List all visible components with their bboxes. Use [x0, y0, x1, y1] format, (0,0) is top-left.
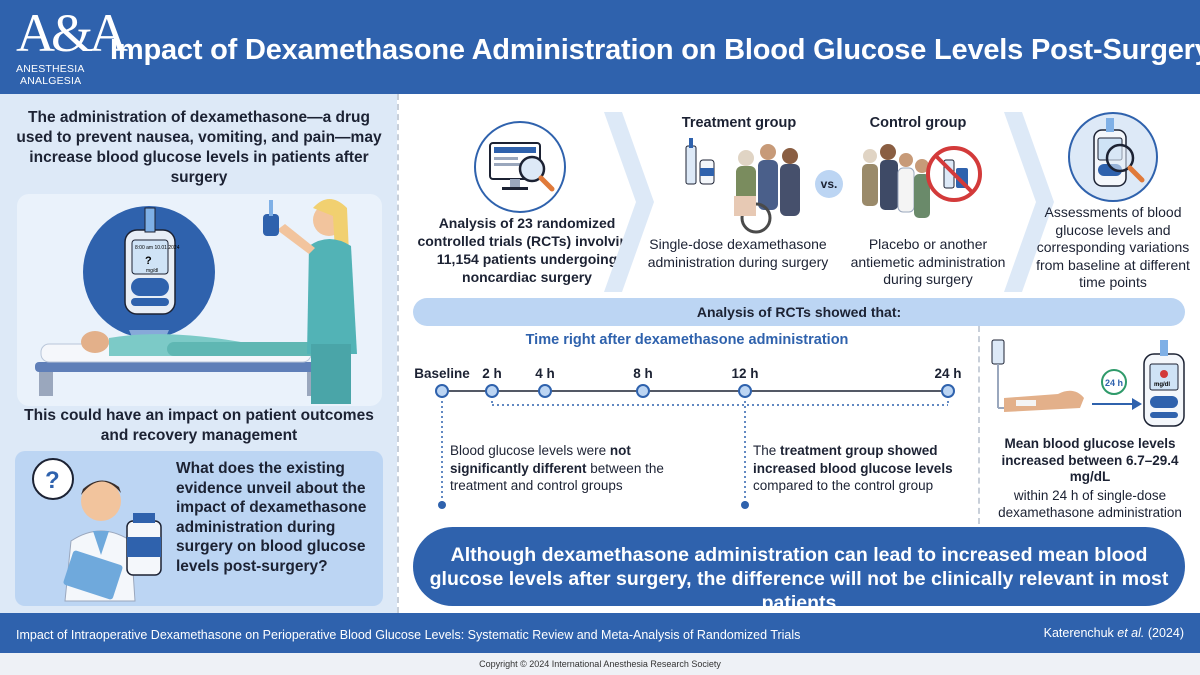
mean-increase-context: within 24 h of single-dose dexamethasone… [998, 488, 1182, 520]
monitor-search-icon [474, 121, 566, 213]
timeline-title: Time right after dexamethasone administr… [525, 332, 849, 348]
glucose-meter-search-icon [1068, 112, 1158, 202]
header-banner: A&A ANESTHESIA ANALGESIA Impact of Dexam… [0, 0, 1200, 94]
versus-badge: vs. [815, 170, 843, 198]
finding-no-difference: Blood glucose levels were not significan… [450, 443, 664, 493]
left-panel: The administration of dexamethasone—a dr… [0, 94, 397, 613]
tick-label-8h: 8 h [633, 366, 653, 381]
tick-label-4h: 4 h [535, 366, 555, 381]
timeline-point [636, 384, 650, 398]
svg-text:mg/dl: mg/dl [146, 268, 158, 274]
impact-text: This could have an impact on patient out… [24, 407, 374, 444]
panel-divider [397, 94, 399, 613]
patient-scene-illustration: 8:00 am 10.01.2024 ? mg/dl [17, 194, 382, 406]
logo-line-2: ANALGESIA [20, 75, 82, 87]
research-question-box: ? What does the existing evidence unveil… [15, 451, 383, 606]
iv-arm-meter-illustration: 24 h mg/dl [991, 339, 1185, 427]
svg-text:mg/dl: mg/dl [1154, 382, 1170, 388]
page-title: Impact of Dexamethasone Administration o… [110, 34, 1200, 66]
conclusion-banner: Although dexamethasone administration ca… [413, 527, 1185, 614]
svg-text:?: ? [45, 467, 60, 494]
control-group-description: Placebo or another antiemetic administra… [850, 236, 1006, 287]
logo-line-1: ANESTHESIA [16, 63, 85, 75]
assessment-text: Assessments of blood glucose levels and … [1036, 204, 1190, 290]
results-header-bar: Analysis of RCTs showed that: [413, 298, 1185, 326]
timeline-point [941, 384, 955, 398]
svg-text:?: ? [145, 255, 152, 267]
tick-label-12h: 12 h [731, 366, 759, 381]
finding-increased-glucose: The treatment group showed increased blo… [753, 443, 953, 493]
timeline-point [738, 384, 752, 398]
svg-text:8:00 am 10.01.2024: 8:00 am 10.01.2024 [135, 245, 180, 251]
research-question: What does the existing evidence unveil a… [176, 460, 367, 575]
treatment-group-illustration [685, 138, 800, 234]
control-group-title: Control group [869, 115, 967, 131]
analysis-text: Analysis of 23 randomized controlled tri… [417, 215, 637, 285]
treatment-group-title: Treatment group [681, 115, 797, 131]
treatment-group-description: Single-dose dexamethasone administration… [647, 236, 829, 270]
timeline-point [485, 384, 499, 398]
timeline-point [538, 384, 552, 398]
footer: Impact of Intraoperative Dexamethasone o… [0, 613, 1200, 653]
author-citation: Katerenchuk et al. (2024) [1043, 626, 1184, 640]
mean-increase-summary: Mean blood glucose levels increased betw… [1001, 436, 1179, 484]
timeline-point [435, 384, 449, 398]
chevron-right-icon [604, 112, 654, 292]
timeline-graphic [435, 384, 955, 509]
anesthesia-analgesia-logo: A&A ANESTHESIA ANALGESIA [12, 3, 128, 90]
chevron-right-icon [1004, 112, 1054, 292]
doctor-icon [63, 480, 136, 602]
tick-label-2h: 2 h [482, 366, 502, 381]
results-divider [978, 326, 980, 524]
tick-label-baseline: Baseline [414, 366, 470, 381]
control-group-illustration [862, 144, 982, 218]
svg-text:24 h: 24 h [1105, 378, 1123, 388]
vial-icon [126, 513, 162, 576]
article-reference: Impact of Intraoperative Dexamethasone o… [16, 628, 801, 642]
copyright-notice: Copyright © 2024 International Anesthesi… [0, 653, 1200, 675]
intro-text: The administration of dexamethasone—a dr… [16, 109, 382, 186]
question-bubble-icon: ? [32, 458, 74, 500]
tick-label-24h: 24 h [934, 366, 962, 381]
logo-mark: A&A [16, 3, 128, 63]
